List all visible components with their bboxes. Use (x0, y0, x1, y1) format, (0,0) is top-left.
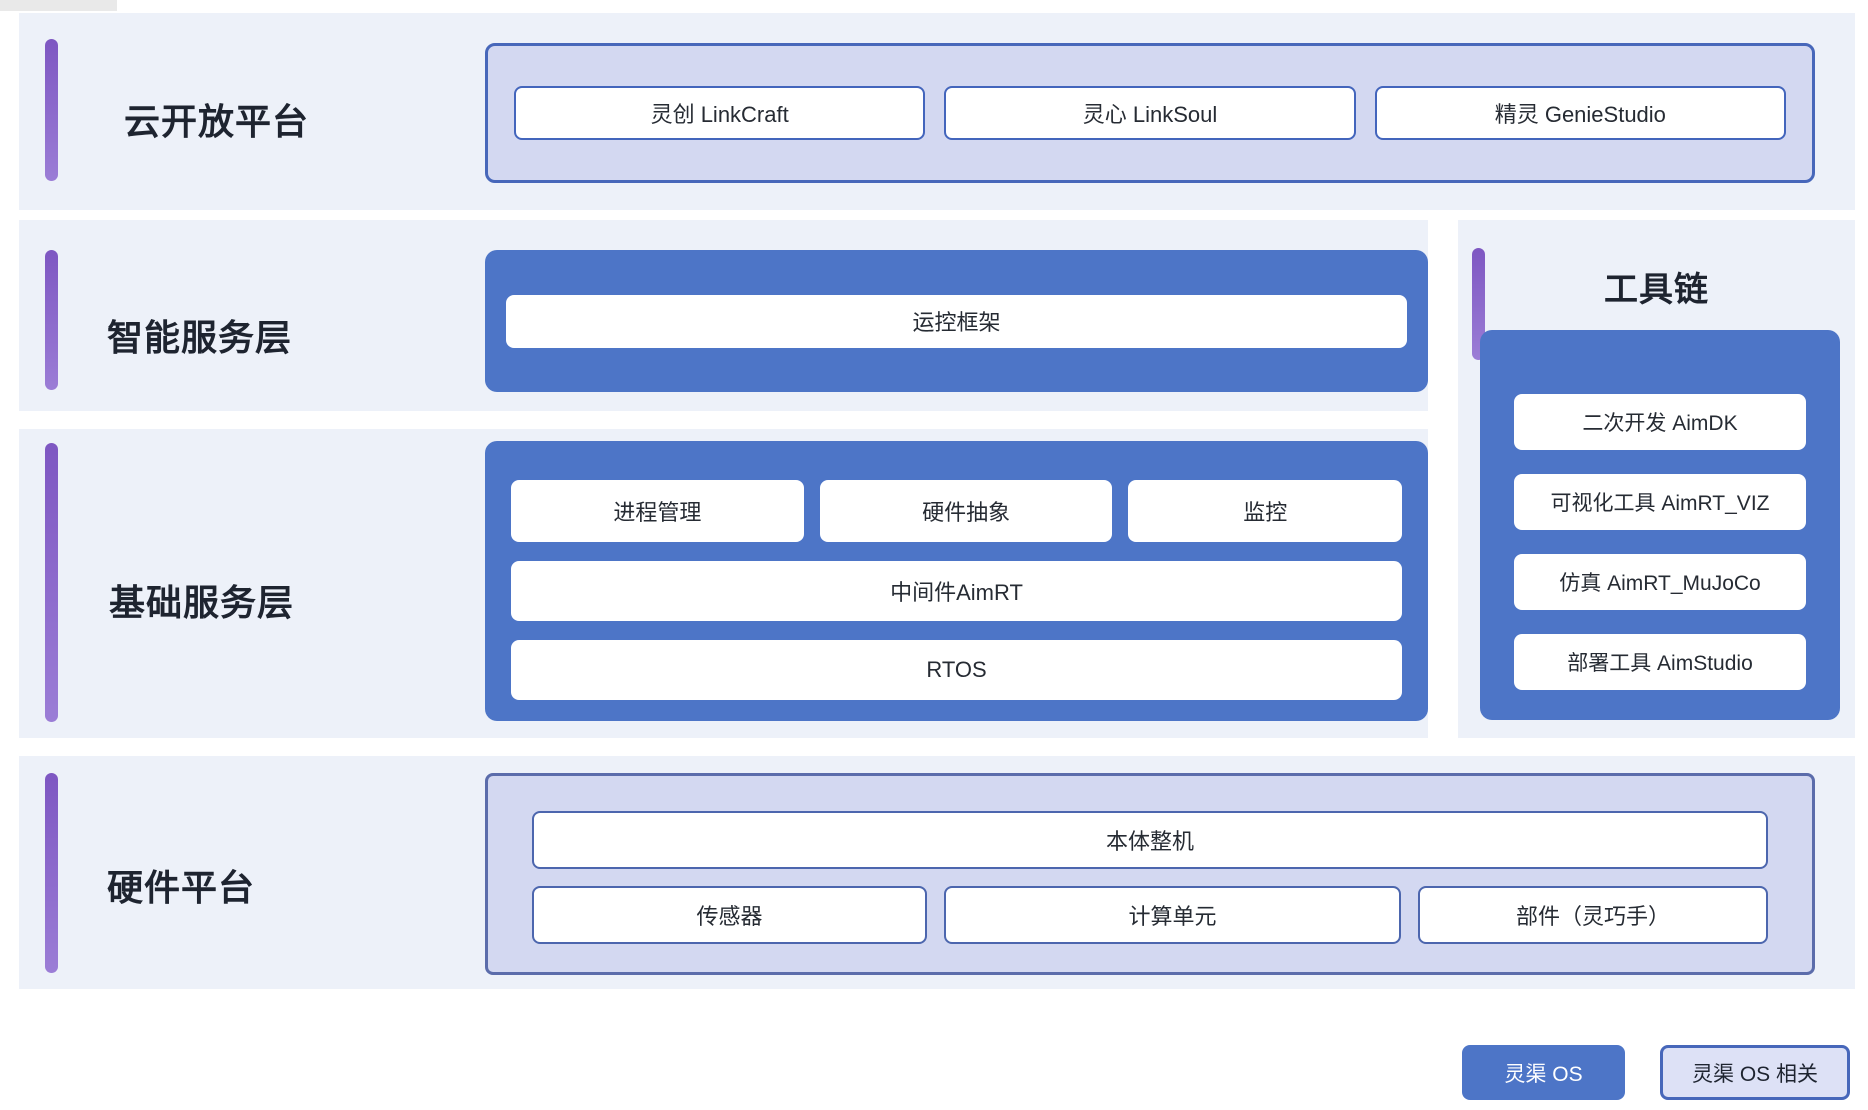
node-hardware-abstraction: 硬件抽象 (819, 480, 1113, 542)
node-aimrt-viz: 可视化工具 AimRT_VIZ (1514, 474, 1806, 530)
accent-bar (45, 39, 58, 181)
top-left-artifact (0, 0, 117, 11)
node-dexterous-hand: 部件（灵巧手） (1418, 886, 1769, 944)
foundation-container: 进程管理 硬件抽象 监控 中间件AimRT RTOS (485, 441, 1428, 721)
section-title-toolchain: 工具链 (1604, 271, 1709, 309)
section-title-intelligent: 智能服务层 (107, 317, 293, 358)
node-robot-body: 本体整机 (532, 811, 1768, 869)
intelligent-container: 运控框架 (485, 250, 1428, 392)
node-monitoring: 监控 (1128, 480, 1402, 542)
hardware-row: 传感器 计算单元 部件（灵巧手） (532, 886, 1769, 944)
section-title-hardware: 硬件平台 (107, 867, 256, 908)
node-aimdk: 二次开发 AimDK (1514, 394, 1806, 450)
node-sensors: 传感器 (532, 886, 927, 944)
legend-lingqu-os-related: 灵渠 OS 相关 (1660, 1045, 1850, 1100)
node-geniestudio: 精灵 GenieStudio (1374, 86, 1786, 140)
accent-bar (45, 773, 58, 973)
section-foundation-service-layer: 基础服务层 进程管理 硬件抽象 监控 中间件AimRT RTOS (19, 429, 1428, 738)
node-process-management: 进程管理 (511, 480, 804, 542)
section-hardware-platform: 硬件平台 本体整机 传感器 计算单元 部件（灵巧手） (19, 756, 1855, 989)
section-title-foundation: 基础服务层 (109, 582, 295, 623)
cloud-container: 灵创 LinkCraft 灵心 LinkSoul 精灵 GenieStudio (485, 43, 1815, 183)
section-cloud-open-platform: 云开放平台 灵创 LinkCraft 灵心 LinkSoul 精灵 GenieS… (19, 13, 1855, 210)
foundation-row-1: 进程管理 硬件抽象 监控 (511, 480, 1402, 542)
node-middleware-aimrt: 中间件AimRT (511, 561, 1402, 621)
node-aimstudio: 部署工具 AimStudio (1514, 634, 1806, 690)
section-title-cloud: 云开放平台 (124, 101, 310, 142)
accent-bar (45, 250, 58, 390)
hardware-container: 本体整机 传感器 计算单元 部件（灵巧手） (485, 773, 1815, 975)
node-compute-unit: 计算单元 (943, 886, 1402, 944)
node-linksoul: 灵心 LinkSoul (944, 86, 1356, 140)
toolchain-container: 二次开发 AimDK 可视化工具 AimRT_VIZ 仿真 AimRT_MuJo… (1480, 330, 1840, 720)
accent-bar (45, 443, 58, 722)
section-toolchain: 工具链 二次开发 AimDK 可视化工具 AimRT_VIZ 仿真 AimRT_… (1458, 220, 1855, 738)
node-linkcraft: 灵创 LinkCraft (514, 86, 926, 140)
section-intelligent-service-layer: 智能服务层 运控框架 (19, 220, 1428, 411)
legend-lingqu-os: 灵渠 OS (1462, 1045, 1625, 1100)
node-rtos: RTOS (511, 640, 1402, 700)
node-aimrt-mujoco: 仿真 AimRT_MuJoCo (1514, 554, 1806, 610)
node-motion-control-framework: 运控框架 (506, 294, 1407, 348)
accent-bar (1472, 248, 1485, 360)
